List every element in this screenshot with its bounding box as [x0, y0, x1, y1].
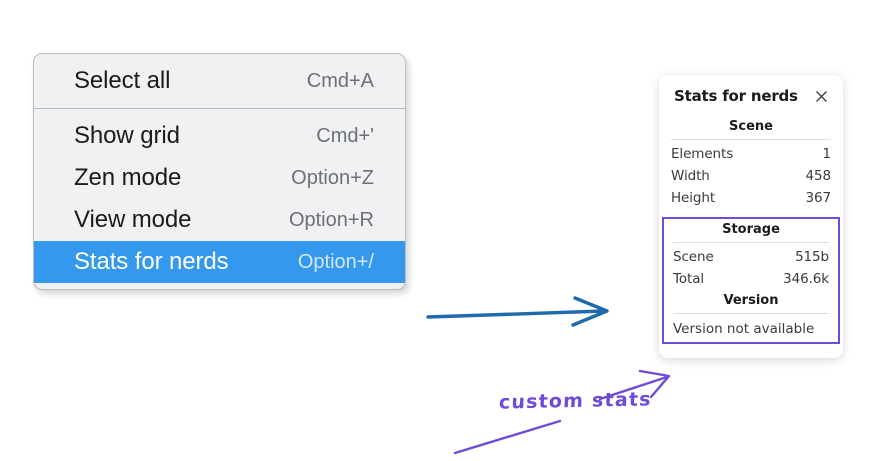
menu-item-show-grid[interactable]: Show grid Cmd+': [34, 115, 405, 157]
stat-key: Height: [671, 190, 716, 206]
version-text: Version not available: [673, 321, 815, 337]
stat-row-width: Width 458: [671, 165, 831, 187]
menu-item-shortcut: Cmd+A: [306, 69, 374, 92]
menu-item-label: Zen mode: [74, 164, 182, 191]
close-icon[interactable]: [814, 89, 829, 104]
context-menu[interactable]: Select all Cmd+A Show grid Cmd+' Zen mod…: [33, 53, 406, 290]
menu-item-label: Show grid: [74, 122, 180, 149]
section-divider: [673, 242, 829, 243]
blue-arrow: [426, 296, 609, 327]
menu-item-label: View mode: [74, 206, 192, 233]
menu-group-1: Select all Cmd+A: [34, 54, 405, 108]
menu-item-view-mode[interactable]: View mode Option+R: [34, 199, 405, 241]
section-version: Version Version not available: [673, 290, 829, 338]
menu-item-shortcut: Option+Z: [291, 166, 374, 189]
section-storage: Storage Scene 515b Total 346.6k: [673, 219, 829, 290]
stat-key: Elements: [671, 146, 734, 162]
panel-header: Stats for nerds: [659, 87, 843, 105]
menu-item-select-all[interactable]: Select all Cmd+A: [34, 60, 405, 102]
menu-item-shortcut: Cmd+': [316, 124, 374, 147]
stat-value: 1: [822, 146, 832, 162]
menu-item-stats-for-nerds[interactable]: Stats for nerds Option+/: [34, 241, 405, 283]
stat-value: 346.6k: [783, 271, 829, 287]
menu-item-shortcut: Option+R: [288, 208, 374, 231]
custom-stats-annotation-label: custom stats: [498, 388, 653, 414]
section-divider: [671, 139, 831, 140]
stat-key: Total: [673, 271, 705, 287]
stat-row-height: Height 367: [671, 187, 831, 209]
stat-value: 515b: [795, 249, 829, 265]
section-title-storage: Storage: [722, 222, 780, 237]
menu-item-label: Select all: [74, 67, 171, 94]
stat-row-storage-total: Total 346.6k: [673, 268, 829, 290]
section-title-scene: Scene: [729, 119, 773, 134]
stats-for-nerds-panel: Stats for nerds Scene Elements 1 Width 4…: [659, 75, 843, 358]
menu-item-label: Stats for nerds: [74, 248, 229, 275]
purple-underline-stroke: [453, 419, 562, 455]
stat-row-storage-scene: Scene 515b: [673, 246, 829, 268]
menu-item-shortcut: Option+/: [297, 250, 374, 273]
menu-group-2: Show grid Cmd+' Zen mode Option+Z View m…: [34, 108, 405, 289]
stat-value: 458: [805, 168, 832, 184]
stat-value: 367: [805, 190, 832, 206]
section-scene: Scene Elements 1 Width 458 Height 367: [659, 117, 843, 209]
stat-key: Scene: [673, 249, 714, 265]
menu-item-zen-mode[interactable]: Zen mode Option+Z: [34, 157, 405, 199]
panel-title: Stats for nerds: [674, 87, 798, 105]
stat-row-elements: Elements 1: [671, 143, 831, 165]
custom-stats-highlight-box: Storage Scene 515b Total 346.6k Version …: [662, 217, 840, 344]
stat-key: Width: [671, 168, 710, 184]
section-divider: [673, 313, 829, 314]
section-title-version: Version: [723, 293, 779, 308]
